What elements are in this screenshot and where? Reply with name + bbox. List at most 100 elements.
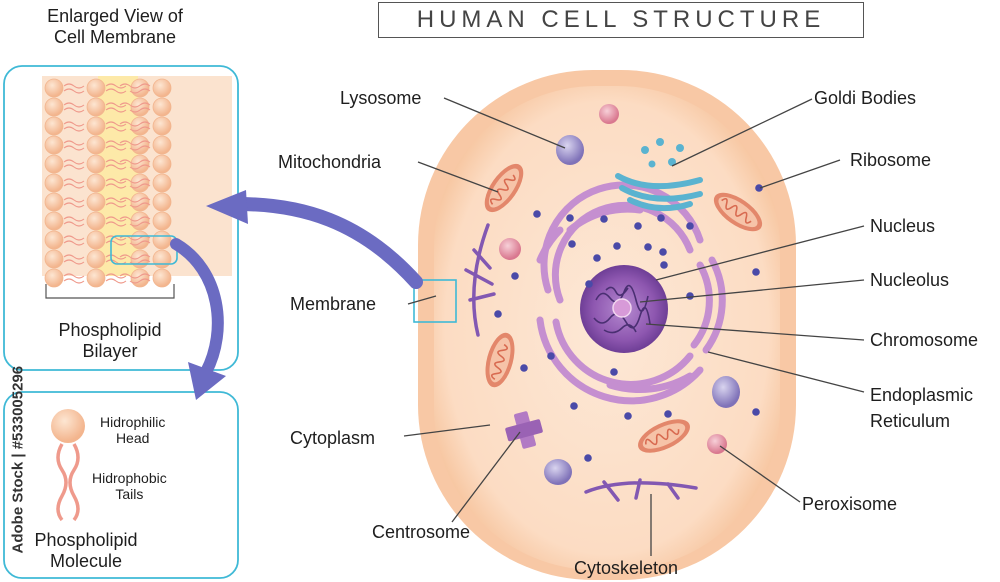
lipid-head [86, 230, 106, 250]
lysosomes [544, 135, 740, 485]
lipid-head [44, 249, 64, 269]
label-cytoplasm: Cytoplasm [290, 428, 376, 448]
lipid-head [86, 211, 106, 231]
golgi-bodies [615, 138, 703, 212]
lipid-head [152, 135, 172, 155]
lipid-head [44, 116, 64, 136]
ribosome [752, 408, 760, 416]
nucleus [580, 265, 668, 353]
bilayer-art [42, 76, 232, 288]
mitochondria-group [484, 163, 763, 453]
ribosome [570, 402, 578, 410]
lipid-head [44, 97, 64, 117]
ribosome [494, 310, 502, 318]
tails-label: Hidrophobic Tails [92, 470, 167, 503]
lipid-head [86, 173, 106, 193]
ribosome [664, 410, 672, 418]
lipid-head [152, 268, 172, 288]
ribosome [613, 242, 621, 250]
lipid-tail [63, 254, 151, 265]
ribosome [657, 214, 665, 222]
ribosomes [494, 184, 763, 462]
ribosome [533, 210, 541, 218]
membrane-highlight-box [413, 279, 457, 323]
ribosome [659, 248, 667, 256]
ribosome [610, 368, 618, 376]
inset-heading: Enlarged View of Cell Membrane [47, 6, 183, 47]
nucleolus [612, 298, 632, 318]
lipid-head [152, 97, 172, 117]
label-chromosome: Chromosome [870, 330, 979, 350]
lipid-tail [63, 102, 151, 113]
head-label: Hidrophilic Head [100, 414, 166, 447]
lipid-head [44, 173, 64, 193]
lipid-head [86, 97, 106, 117]
ribosome [624, 412, 632, 420]
ribosome [520, 364, 528, 372]
lipid-head [86, 135, 106, 155]
lipid-tail [63, 121, 151, 132]
lipid-tail [63, 140, 151, 151]
hydrophilic-head [51, 409, 85, 443]
lipid-tail [63, 159, 151, 170]
peroxisomes [499, 104, 727, 454]
label-peroxisome: Peroxisome [802, 494, 898, 514]
ribosome [584, 454, 592, 462]
lipid-head [152, 116, 172, 136]
molecule-frame [3, 391, 239, 579]
lipid-head [152, 154, 172, 174]
label-nucleus: Nucleus [870, 216, 936, 236]
mitochondrion [484, 163, 524, 213]
label-ribosome: Ribosome [850, 150, 932, 170]
lipid-tail [63, 273, 151, 284]
lipid-tail [63, 83, 151, 94]
mitochondrion [638, 419, 690, 453]
lipid-head [86, 268, 106, 288]
ribosome [634, 222, 642, 230]
label-mitochondria: Mitochondria [278, 152, 382, 172]
ribosome [686, 292, 694, 300]
lipid-head [152, 192, 172, 212]
lipid-head [152, 230, 172, 250]
lipid-head [152, 249, 172, 269]
label-goldi-bodies: Goldi Bodies [814, 88, 917, 108]
label-endoplasmic-reticulum: Endoplasmic Reticulum [870, 385, 974, 432]
ribosome [566, 214, 574, 222]
label-nucleolus: Nucleolus [870, 270, 950, 290]
lipid-head [86, 116, 106, 136]
leader-lines [403, 97, 865, 556]
zoom-arrows [170, 190, 423, 400]
lipid-head [152, 78, 172, 98]
ribosome [568, 240, 576, 248]
lipid-head [86, 249, 106, 269]
lipid-head [44, 78, 64, 98]
lipid-tail [63, 197, 151, 208]
mitochondrion [713, 192, 763, 232]
centrosome [505, 411, 543, 449]
cytoskeleton [464, 223, 698, 502]
label-centrosome: Centrosome [372, 522, 471, 542]
ribosome [600, 215, 608, 223]
lipid-head [44, 154, 64, 174]
lipid-head [152, 211, 172, 231]
lipid-head [44, 230, 64, 250]
ribosome [752, 268, 760, 276]
lipid-head [44, 192, 64, 212]
label-lysosome: Lysosome [340, 88, 422, 108]
ribosome [593, 254, 601, 262]
lipid-head [44, 268, 64, 288]
lipid-tail [63, 178, 151, 189]
ribosome [686, 222, 694, 230]
ribosome [644, 243, 652, 251]
bilayer-label: Phospholipid Bilayer [58, 320, 162, 361]
lipid-tail [63, 216, 151, 227]
hydrophobic-tails [56, 443, 80, 522]
lipid-head [86, 78, 106, 98]
bilayer-bracket [45, 284, 175, 299]
mitochondrion [485, 332, 515, 388]
ribosome [547, 352, 555, 360]
lipid-head [86, 192, 106, 212]
ribosome [585, 280, 593, 288]
